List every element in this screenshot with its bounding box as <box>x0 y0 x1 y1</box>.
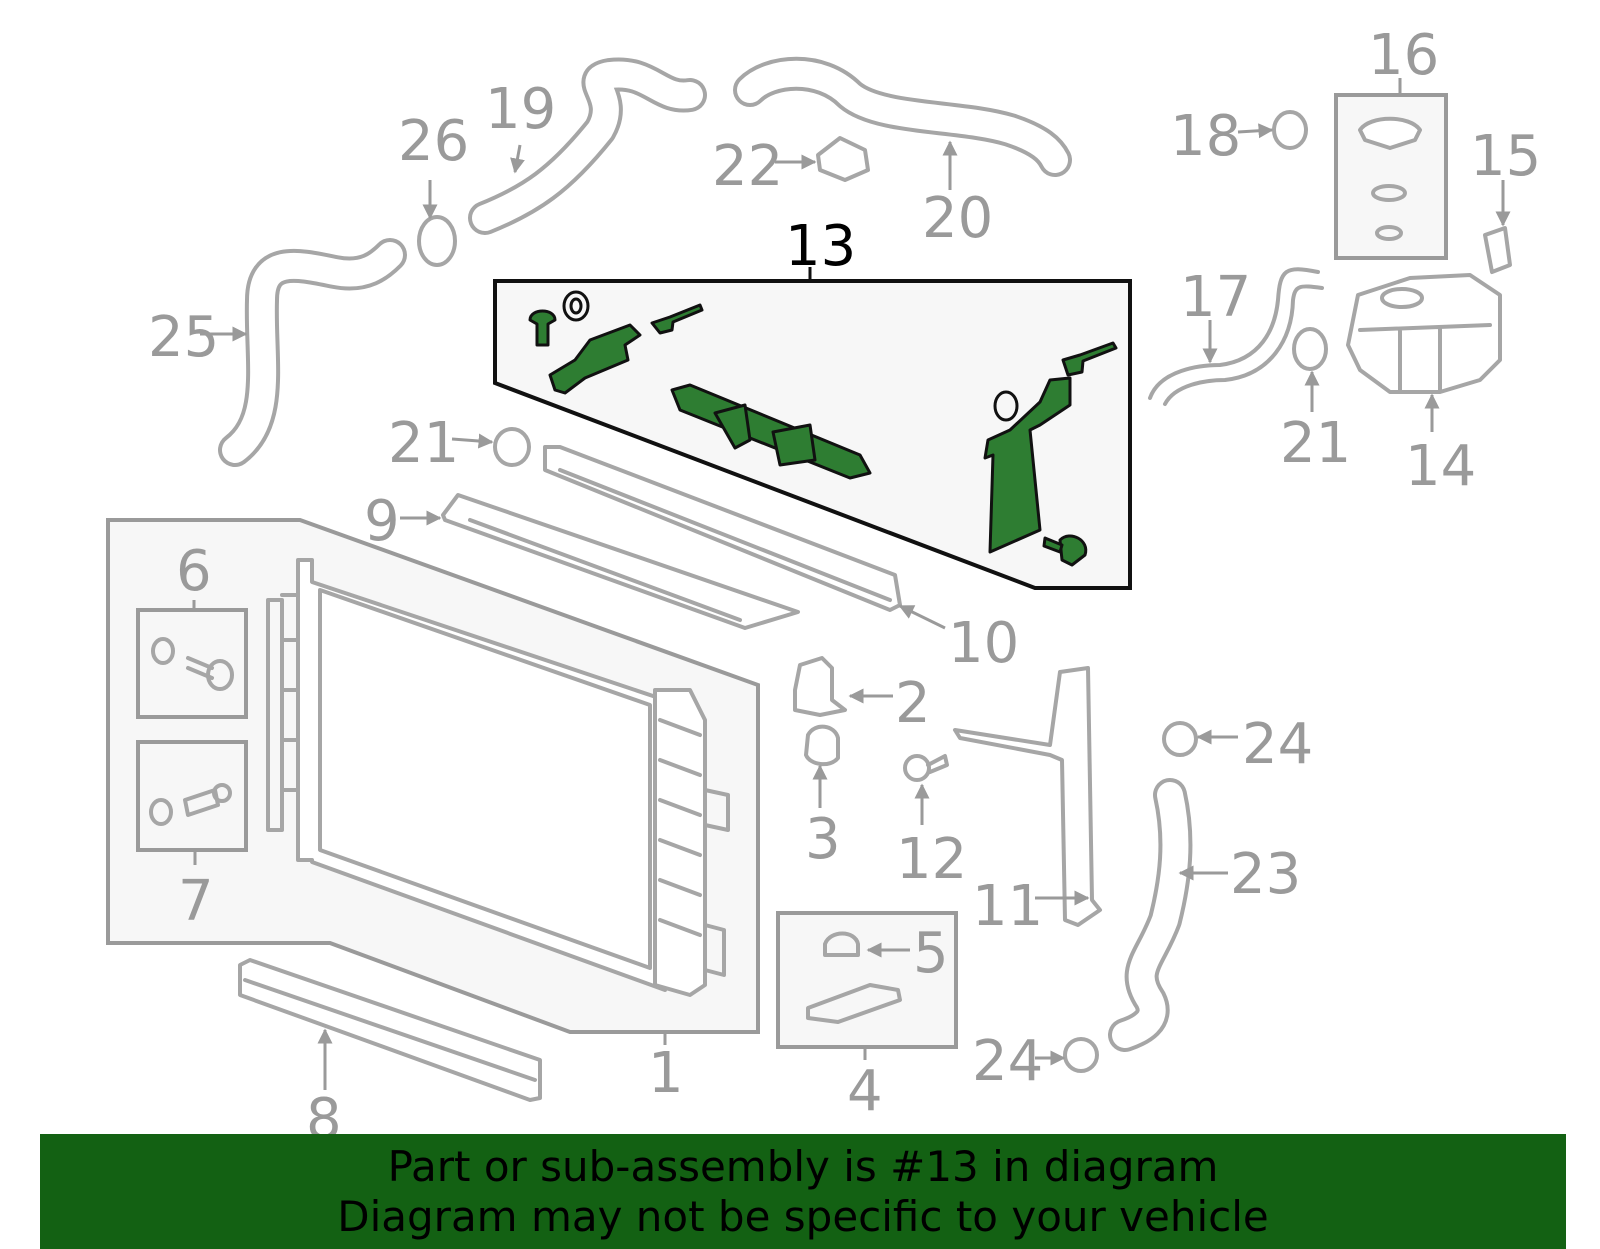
callout-15: 15 <box>1470 124 1541 189</box>
clip-12[interactable] <box>903 754 949 782</box>
clamp-26[interactable] <box>417 215 457 267</box>
callout-5: 5 <box>913 921 949 986</box>
callout-6: 6 <box>176 539 212 604</box>
callout-11: 11 <box>972 874 1043 939</box>
insulator-3[interactable] <box>804 724 840 767</box>
callout-2: 2 <box>895 671 931 736</box>
reservoir-14[interactable] <box>1346 273 1502 394</box>
callout-19: 19 <box>485 77 556 142</box>
clamp-24-bottom[interactable] <box>1063 1037 1099 1073</box>
hose-20[interactable] <box>733 56 1072 177</box>
callout-14: 14 <box>1405 434 1476 499</box>
callout-12: 12 <box>896 827 967 892</box>
hose-17[interactable] <box>1148 267 1324 406</box>
kit-13-box[interactable] <box>493 267 1132 590</box>
clamp-22[interactable] <box>816 136 870 182</box>
upper-deflector-9[interactable] <box>441 493 800 630</box>
cap-box-16[interactable] <box>1334 93 1448 260</box>
callout-23: 23 <box>1230 842 1301 907</box>
callout-26: 26 <box>398 109 469 174</box>
clamp-21-right[interactable] <box>1292 327 1328 371</box>
clamp-21-left[interactable] <box>493 427 531 467</box>
callout-24-bottom: 24 <box>972 1029 1043 1094</box>
banner-line-1: Part or sub-assembly is #13 in diagram <box>387 1142 1219 1191</box>
hose-25[interactable] <box>218 238 407 467</box>
callout-21-left: 21 <box>388 411 459 476</box>
callout-24-top: 24 <box>1242 712 1313 777</box>
hose-23[interactable] <box>1108 778 1193 1052</box>
callout-9: 9 <box>364 489 400 554</box>
lower-seal-8[interactable] <box>238 958 542 1102</box>
side-baffle-11[interactable] <box>953 666 1102 927</box>
clamp-18[interactable] <box>1272 110 1308 150</box>
leader-lines <box>192 78 1511 1090</box>
callout-7: 7 <box>178 869 214 934</box>
callout-13: 13 <box>785 214 856 279</box>
radiator-assembly[interactable] <box>106 518 760 1034</box>
box-6-bolt[interactable] <box>136 608 248 719</box>
info-banner: Part or sub-assembly is #13 in diagram D… <box>40 1134 1566 1249</box>
insulator-2[interactable] <box>793 656 847 717</box>
callout-22: 22 <box>712 134 783 199</box>
box-4-mount[interactable] <box>776 911 958 1049</box>
callout-labels: 1 2 3 4 5 6 7 8 9 10 11 12 13 14 15 16 1… <box>148 23 1541 1152</box>
callout-1: 1 <box>648 1041 684 1106</box>
upper-seal-10[interactable] <box>543 445 902 612</box>
hose-19[interactable] <box>468 57 707 235</box>
callout-17: 17 <box>1180 265 1251 330</box>
callout-21-right: 21 <box>1280 411 1351 476</box>
sensor-15[interactable] <box>1483 226 1512 274</box>
callout-3: 3 <box>805 807 841 872</box>
callout-20: 20 <box>922 186 993 251</box>
callout-18: 18 <box>1170 104 1241 169</box>
callout-4: 4 <box>847 1059 883 1124</box>
box-7-pin[interactable] <box>136 740 248 852</box>
callout-16: 16 <box>1368 23 1439 88</box>
banner-line-2: Diagram may not be specific to your vehi… <box>337 1192 1269 1241</box>
callout-25: 25 <box>148 305 219 370</box>
clamp-24-top[interactable] <box>1162 721 1198 757</box>
callout-10: 10 <box>948 611 1019 676</box>
